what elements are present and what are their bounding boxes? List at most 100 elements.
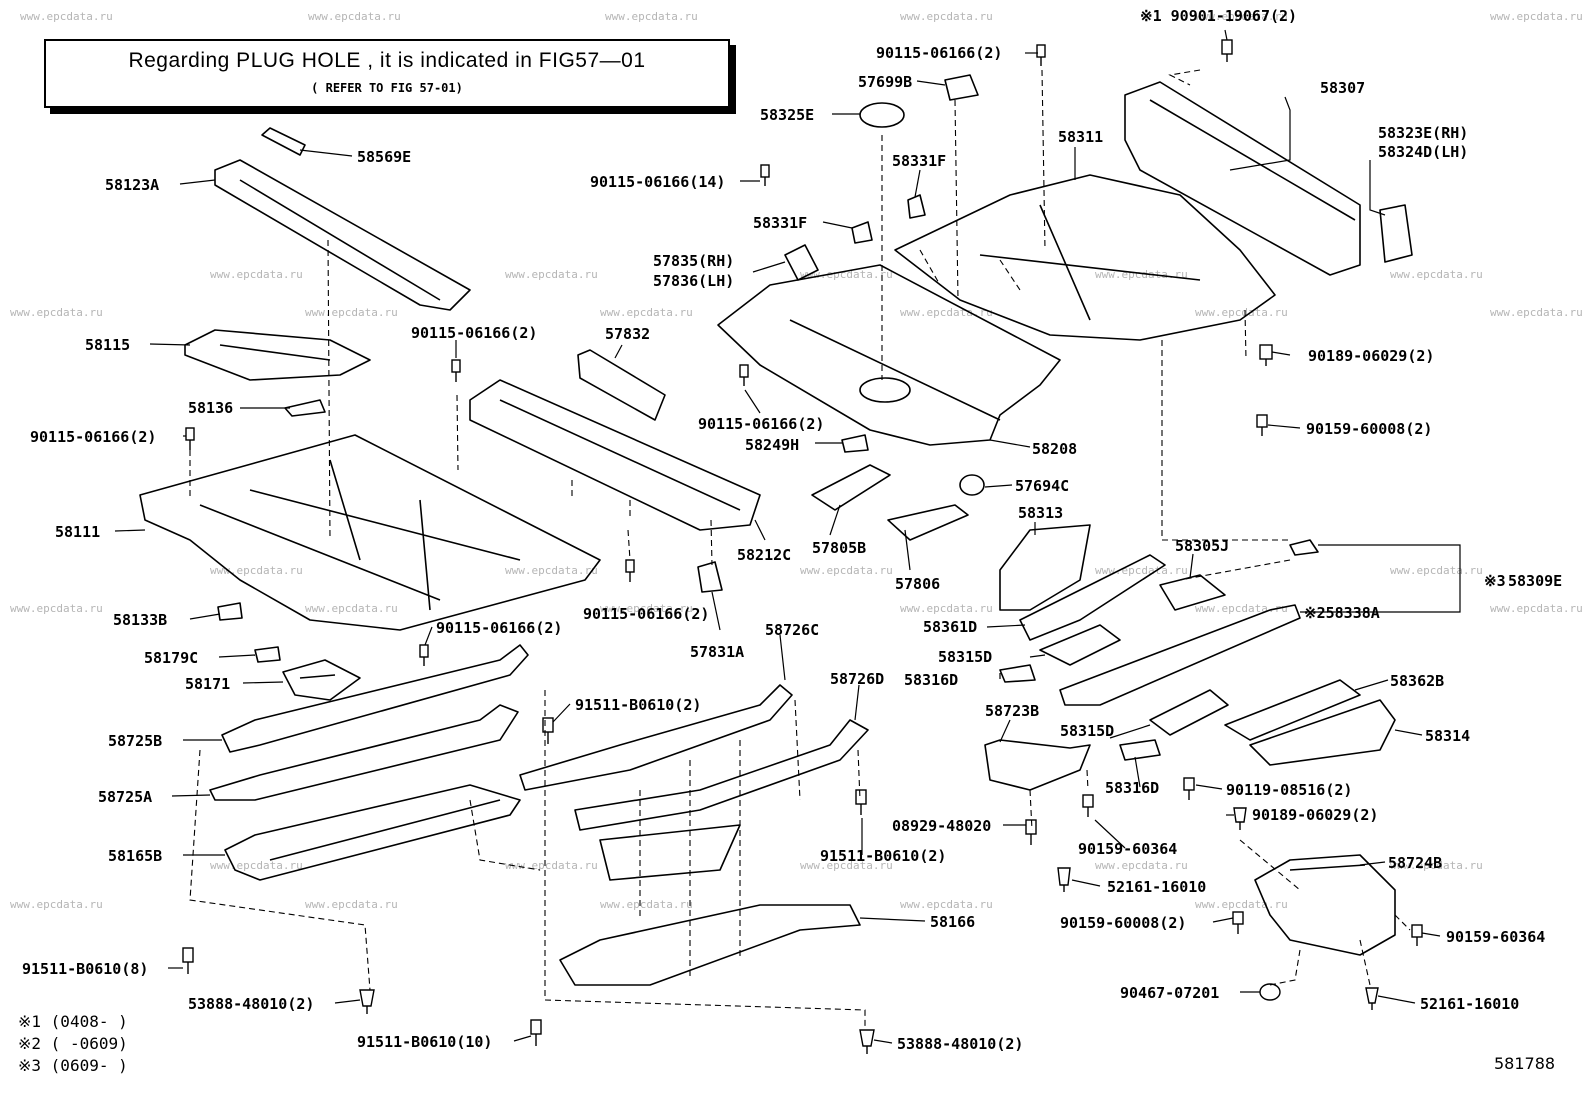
part-57835-shape (784, 244, 819, 281)
watermark: www.epcdata.ru (20, 10, 113, 23)
part-label: 58115 (85, 336, 130, 354)
part-58111-shape (139, 434, 601, 631)
bolt-icon (451, 359, 461, 382)
part-label: 91511-B0610(2) (575, 696, 701, 714)
part-label: 58725A (98, 788, 152, 806)
part-label: 91511-B0610(10) (357, 1033, 492, 1051)
part-label: ※258338A (1304, 604, 1380, 622)
part-label: 90189-06029(2) (1308, 347, 1434, 365)
part-58361d-shape (1019, 554, 1166, 641)
part-label: 58315D (1060, 722, 1114, 740)
part-57831a-shape (697, 561, 723, 593)
grommet-icon (1259, 983, 1281, 1001)
part-58115-shape (184, 329, 371, 381)
part-label: 57694C (1015, 477, 1069, 495)
bolt-icon (1025, 819, 1037, 845)
part-57694c-shape (959, 474, 985, 496)
bolt-icon (1082, 794, 1094, 817)
part-label: 58307 (1320, 79, 1365, 97)
figure-number: 581788 (1494, 1054, 1556, 1073)
part-label: 58726C (765, 621, 819, 639)
part-label: 58166 (930, 913, 975, 931)
part-label: 58725B (108, 732, 162, 750)
part-57832-shape (577, 349, 666, 421)
part-label: 58331F (753, 214, 807, 232)
watermark: www.epcdata.ru (900, 898, 993, 911)
part-label: 58325E (760, 106, 814, 124)
bolt-icon (1411, 924, 1423, 946)
part-58331f-b-shape (851, 221, 873, 244)
part-58323e-shape (1379, 204, 1413, 263)
bolt-icon (1232, 911, 1244, 934)
watermark: www.epcdata.ru (605, 10, 698, 23)
watermark: www.epcdata.ru (210, 268, 303, 281)
watermark: www.epcdata.ru (505, 859, 598, 872)
watermark: www.epcdata.ru (1195, 10, 1288, 23)
clip-icon (1233, 807, 1247, 830)
part-58331f-shape (907, 194, 926, 219)
watermark-group: www.epcdata.ru www.epcdata.ru www.epcdat… (10, 10, 1583, 911)
clip-icon (859, 1029, 875, 1054)
part-58316d-b-shape (1119, 739, 1161, 761)
part-58569e-shape (261, 127, 306, 156)
part-label: 58362B (1390, 672, 1444, 690)
bolt-icon (182, 947, 194, 974)
notice-line-1: Regarding PLUG HOLE , it is indicated in… (128, 49, 646, 72)
part-label: 90115-06166(2) (30, 428, 156, 446)
bolt-icon (530, 1019, 542, 1046)
part-label: 58726D (830, 670, 884, 688)
part-58316d-shape (999, 664, 1036, 683)
part-58166-shape (559, 824, 861, 986)
part-label: 58323E(RH) (1378, 124, 1468, 142)
part-label: 58313 (1018, 504, 1063, 522)
watermark: www.epcdata.ru (1390, 564, 1483, 577)
part-label: 52161-16010 (1420, 995, 1519, 1013)
watermark: www.epcdata.ru (800, 268, 893, 281)
part-58314-shape (1249, 699, 1396, 766)
part-label: 58249H (745, 436, 799, 454)
part-label: 90467-07201 (1120, 984, 1219, 1002)
part-58179c-shape (254, 646, 281, 663)
part-label: 90159-60364 (1446, 928, 1545, 946)
part-label: 57836(LH) (653, 272, 734, 290)
leader-lines (114, 29, 1461, 1044)
footnote-1: ※1 (0408- ) (18, 1012, 128, 1031)
plug-hole-notice: Regarding PLUG HOLE , it is indicated in… (44, 39, 730, 108)
part-label: 58208 (1032, 440, 1077, 458)
part-shapes (139, 74, 1413, 986)
part-58315d-b-shape (1149, 689, 1229, 736)
part-label: 91511-B0610(8) (22, 960, 148, 978)
watermark: www.epcdata.ru (1390, 268, 1483, 281)
watermark: www.epcdata.ru (1490, 306, 1583, 319)
watermark: www.epcdata.ru (10, 306, 103, 319)
part-label: 58723B (985, 702, 1039, 720)
part-57806-shape (887, 504, 969, 541)
watermark: www.epcdata.ru (900, 306, 993, 319)
part-58362b-shape (1224, 679, 1361, 741)
part-58165b-shape (224, 784, 521, 881)
part-label: 58123A (105, 176, 159, 194)
part-label: 90159-60008(2) (1306, 420, 1432, 438)
part-label: 90115-06166(2) (698, 415, 824, 433)
notice-line-2: ( REFER TO FIG 57-01) (311, 81, 463, 95)
part-label: 90115-06166(2) (436, 619, 562, 637)
watermark: www.epcdata.ru (10, 898, 103, 911)
watermark: www.epcdata.ru (1195, 898, 1288, 911)
watermark: www.epcdata.ru (210, 564, 303, 577)
watermark: www.epcdata.ru (1095, 859, 1188, 872)
bolt-icon (542, 717, 554, 744)
part-label: 90159-60364 (1078, 840, 1177, 858)
part-label: 58569E (357, 148, 411, 166)
part-label: ※3 (1484, 572, 1506, 590)
watermark: www.epcdata.ru (600, 306, 693, 319)
part-label: 58311 (1058, 128, 1103, 146)
bolt-icon (1259, 344, 1273, 366)
part-label: 57831A (690, 643, 744, 661)
part-58313-shape (999, 524, 1091, 611)
part-58723b-shape (984, 739, 1091, 791)
part-58309e-shape (1289, 539, 1319, 556)
part-58315d-shape (1039, 624, 1121, 666)
part-58208-shape (717, 264, 1061, 446)
